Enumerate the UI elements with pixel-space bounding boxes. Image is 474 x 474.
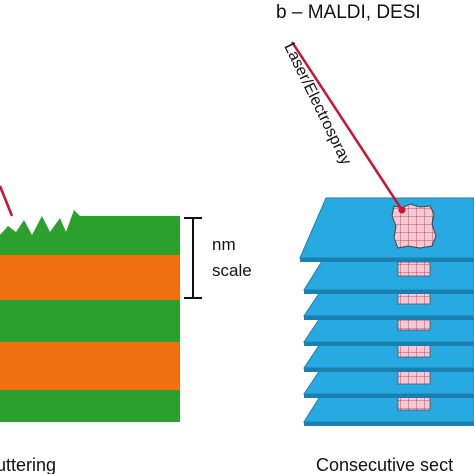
layer-stack [0,210,180,422]
right-caption: Consecutive sect [316,455,453,474]
beam-spot [398,206,406,214]
ion-beam [0,185,14,217]
ablation-spot [391,203,437,249]
orange-layer-2 [0,342,180,390]
scale-label-nm: nm [212,235,236,254]
green-layer-top [0,210,180,255]
panel-b-title: b – MALDI, DESI [276,2,421,23]
scale-label-scale: scale [212,261,252,280]
green-layer-3 [0,390,180,422]
section-2 [303,257,474,294]
scale-bar [184,217,202,299]
left-caption: uttering [0,455,56,474]
green-layer-2 [0,300,180,342]
beam-label: Laser/Electrospray [280,40,354,167]
orange-layer-1 [0,255,180,300]
section-stack [299,197,474,426]
section-1-top [299,197,474,262]
laser-beam [290,41,404,211]
